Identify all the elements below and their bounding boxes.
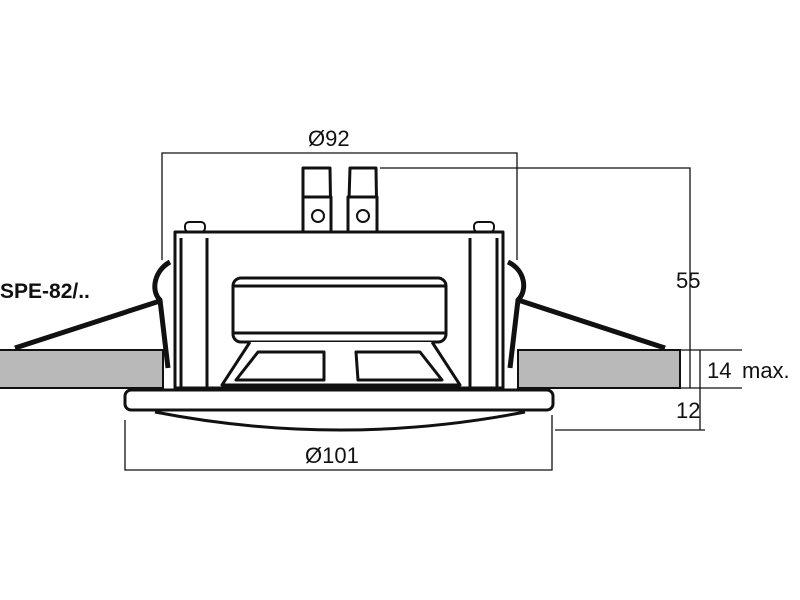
dim-front-diameter [124,415,553,471]
clip-left [152,259,172,369]
dim-height [380,167,691,388]
grille-dome [154,410,526,432]
bezel [123,388,555,412]
speaker [14,166,666,432]
dim-front-depth [555,388,705,431]
ceiling-left [0,349,164,389]
model-label: SPE-82/.. [0,280,90,303]
spring-arm-left [14,297,164,351]
dim-ceiling [680,349,742,389]
dim-top-diameter [161,152,518,260]
clip-right [506,259,527,369]
ceiling [0,349,681,389]
ceiling-right [517,349,681,389]
label-top-diameter: Ø92 [308,126,350,151]
dimension-lines [124,152,742,471]
label-ceiling-thickness: 14 [707,358,732,383]
label-height: 55 [676,268,701,293]
label-front-diameter: Ø101 [305,443,359,468]
label-ceiling-max: max. [742,358,790,383]
spring-arm-right [517,297,666,351]
label-front-depth: 12 [676,398,701,423]
